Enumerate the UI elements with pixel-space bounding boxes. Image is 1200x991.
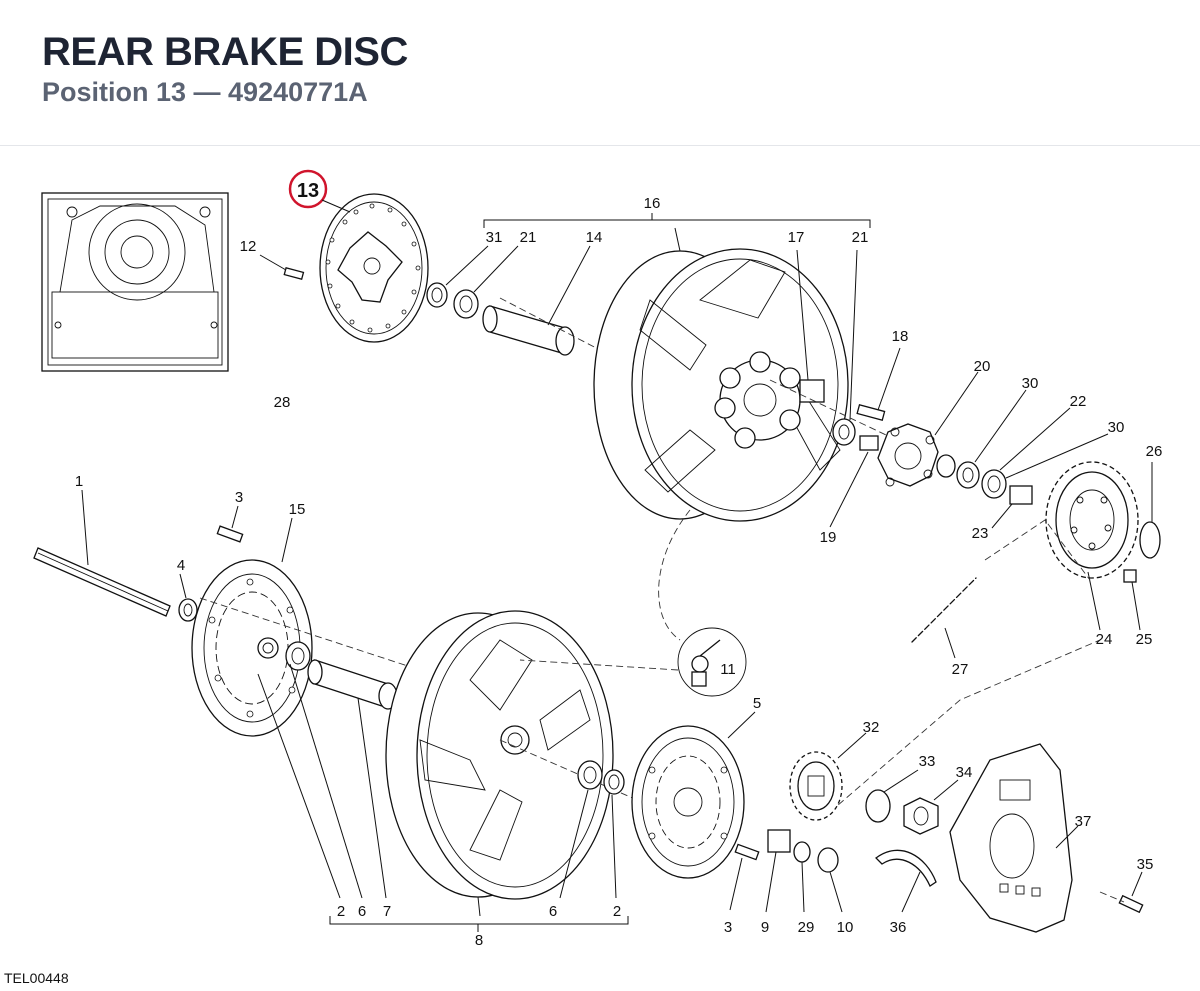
part-label-2b: 2 [613, 903, 621, 920]
valve-detail-11 [677, 627, 747, 697]
rear-brake-disc-13[interactable] [319, 193, 429, 343]
part-label-6b: 6 [549, 903, 557, 920]
page-title: REAR BRAKE DISC [42, 30, 408, 74]
part-label-20: 20 [974, 358, 991, 375]
part-label-37: 37 [1075, 813, 1092, 830]
part-label-32: 32 [863, 719, 880, 736]
part-label-29: 29 [798, 919, 815, 936]
part-label-23: 23 [972, 525, 989, 542]
rear-wheel-16 [593, 248, 849, 522]
bolt-35 [1118, 894, 1144, 914]
page-header: REAR BRAKE DISC Position 13 — 49240771A [0, 0, 1200, 146]
part-label-3b: 3 [724, 919, 732, 936]
washer-29 [793, 841, 811, 863]
nut-10 [817, 847, 839, 873]
part-label-10: 10 [837, 919, 854, 936]
part-label-6a: 6 [358, 903, 366, 920]
drawing-code: TEL00448 [4, 970, 69, 986]
sprocket-carrier-20 [877, 423, 939, 487]
bearing-6b [577, 760, 603, 790]
inset-chain-guard-panel [41, 192, 229, 372]
part-label-30b: 30 [1108, 419, 1125, 436]
part-label-24: 24 [1096, 631, 1113, 648]
lock-washer-33 [865, 789, 891, 823]
circlip-26 [1139, 521, 1161, 559]
clip-36 [875, 849, 937, 887]
disc-5 [631, 725, 745, 879]
bush-23 [1009, 485, 1033, 505]
bush-19 [859, 435, 879, 451]
stud-18 [856, 403, 886, 421]
part-label-21b: 21 [852, 229, 869, 246]
highlight-badge-13[interactable]: 13 [288, 169, 328, 209]
seal-31 [426, 282, 448, 308]
part-label-4: 4 [177, 557, 185, 574]
part-label-33: 33 [919, 753, 936, 770]
part-label-9: 9 [761, 919, 769, 936]
part-label-8: 8 [475, 932, 483, 949]
part-label-7: 7 [383, 903, 391, 920]
bush-9 [767, 829, 791, 853]
spacer-tube-14 [482, 305, 575, 356]
part-label-35: 35 [1137, 856, 1154, 873]
rear-sprocket-24 [1045, 461, 1139, 579]
bearing-6a [285, 641, 311, 671]
part-position-subtitle: Position 13 — 49240771A [42, 77, 368, 107]
part-label-28: 28 [274, 394, 291, 411]
part-label-34: 34 [956, 764, 973, 781]
part-label-12: 12 [240, 238, 257, 255]
exploded-view-diagram: 13 [33, 169, 1163, 949]
spacer-17 [799, 379, 825, 403]
part-label-36: 36 [890, 919, 907, 936]
sprocket-cover-37 [949, 743, 1073, 933]
part-label-17: 17 [788, 229, 805, 246]
seal-2b [603, 769, 625, 795]
bolt-12 [283, 266, 305, 280]
part-label-15: 15 [289, 501, 306, 518]
part-label-30a: 30 [1022, 375, 1039, 392]
part-label-18: 18 [892, 328, 909, 345]
nut-25 [1123, 569, 1137, 583]
part-label-11: 11 [720, 661, 736, 678]
part-label-25: 25 [1136, 631, 1153, 648]
part-label-22: 22 [1070, 393, 1087, 410]
part-label-3a: 3 [235, 489, 243, 506]
bolt-3b [734, 843, 760, 861]
front-sprocket-32 [789, 751, 843, 821]
rear-wheel-8 [385, 610, 614, 900]
part-label-16: 16 [644, 195, 661, 212]
part-label-14: 14 [586, 229, 603, 246]
bearing-30a [956, 461, 980, 489]
bearing-21b [832, 418, 856, 446]
spacer-4 [178, 598, 198, 622]
rear-axle-1 [33, 547, 171, 617]
part-label-2a: 2 [337, 903, 345, 920]
part-label-19: 19 [820, 529, 837, 546]
bearing-21a [453, 289, 479, 319]
part-label-21a: 21 [520, 229, 537, 246]
spacer-tube-7 [307, 659, 398, 710]
nut-34 [903, 797, 939, 835]
part-label-27: 27 [952, 661, 969, 678]
part-label-26: 26 [1146, 443, 1163, 460]
part-label-1: 1 [75, 473, 83, 490]
chain-27 [911, 577, 977, 643]
bolt-3a [216, 525, 244, 543]
part-label-31: 31 [486, 229, 503, 246]
bearing-22 [981, 469, 1007, 499]
part-label-5: 5 [753, 695, 761, 712]
highlight-label-13: 13 [297, 180, 319, 202]
